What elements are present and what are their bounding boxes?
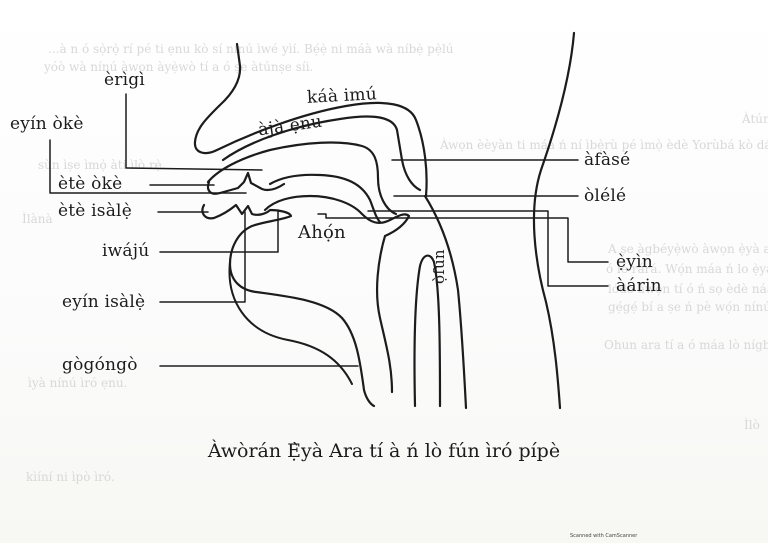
label-ahon: Ahọ́n xyxy=(298,222,346,243)
label-gogongo: gògóngò xyxy=(62,355,138,375)
label-kaa-imu: káà imú xyxy=(306,84,378,108)
leader-eyin-oke xyxy=(49,139,247,194)
bleed-through-line: ìyà nínú ìró ẹnu. xyxy=(28,376,128,390)
bleed-through-line: A ṣe àgbéyẹ̀wò àwọn ẹ̀yà ara tí a fi ń p… xyxy=(608,242,768,256)
nasal-cavity-outline xyxy=(221,115,422,192)
bleed-through-line: lódò àwọn tí ó ń sọ èdè náà. Ẹ̀yà ara wọ… xyxy=(608,282,768,296)
label-olele: òlélé xyxy=(584,186,627,206)
bleed-through-line: ó lé rárá. Wọ́n máa ń lo ẹ̀yà ara wọ̀nyí… xyxy=(606,262,768,276)
larynx-outline xyxy=(413,254,442,408)
label-afase: àfàsé xyxy=(584,150,631,170)
bleed-through-line: ...à n ó sọ̀rọ̀ rí pé ti ẹnu kò sí nínú … xyxy=(48,42,454,56)
label-eyin-isale: eyín isàlẹ̀ xyxy=(62,292,146,312)
label-ofun: ọ̀fun xyxy=(430,249,448,284)
figure-caption: Àwòrán Ẹ̀yà Ara tí à ń lò fún ìró pípè xyxy=(207,440,561,462)
bleed-through-line: gẹ́gẹ́ bí a ṣe ń pè wọ́n nínú èdè Yorùbá… xyxy=(608,300,768,314)
lower-jaw-outline xyxy=(201,203,376,408)
label-ete-oke: ètè òkè xyxy=(58,174,123,194)
velum-outline xyxy=(268,173,382,224)
bleed-through-line: Ìlànà xyxy=(22,212,53,226)
nasal-top-outline xyxy=(193,42,428,198)
leader-erigi xyxy=(125,93,263,171)
label-iwaju: iwájú xyxy=(102,241,150,261)
bleed-through-line: yóò wà nínú àwọn àyẹ̀wò tí a ó ṣe àtúnṣe… xyxy=(44,60,314,74)
scan-watermark: Scanned with CamScanner xyxy=(570,533,638,539)
leader-eyin-isale xyxy=(159,211,246,303)
bleed-through-line: Àtúnṣe xyxy=(742,112,768,126)
pharynx-wall xyxy=(423,194,468,410)
upper-lip-outline xyxy=(206,171,286,195)
bleed-through-line: kìíní ni ìpò ìró. xyxy=(26,470,115,484)
leader-eyin-back xyxy=(317,213,609,263)
label-eyin-back: ẹ̀yìn xyxy=(616,252,653,272)
bleed-through-line: Àwọn èèyàn ti máa ń ní ìbẹ̀rù pé ìmọ̀ èd… xyxy=(440,138,768,152)
bleed-through-line: Ohun ara tí a ó máa lò nígbà tí a bá ń s… xyxy=(604,338,768,352)
label-ete-isale: ètè isàlẹ̀ xyxy=(58,201,132,221)
throat-front xyxy=(228,261,353,385)
leader-aarin xyxy=(367,210,609,287)
tongue-outline xyxy=(263,194,411,394)
palate-outline xyxy=(206,141,398,216)
label-aarin: àárin xyxy=(616,276,662,296)
label-eyin-oke: eyín òkè xyxy=(10,114,84,134)
bleed-through-line: Ìlò xyxy=(744,418,760,432)
leader-iwaju xyxy=(159,209,279,253)
label-erigi: èrìgì xyxy=(104,70,145,90)
back-of-head-outline xyxy=(532,31,576,410)
